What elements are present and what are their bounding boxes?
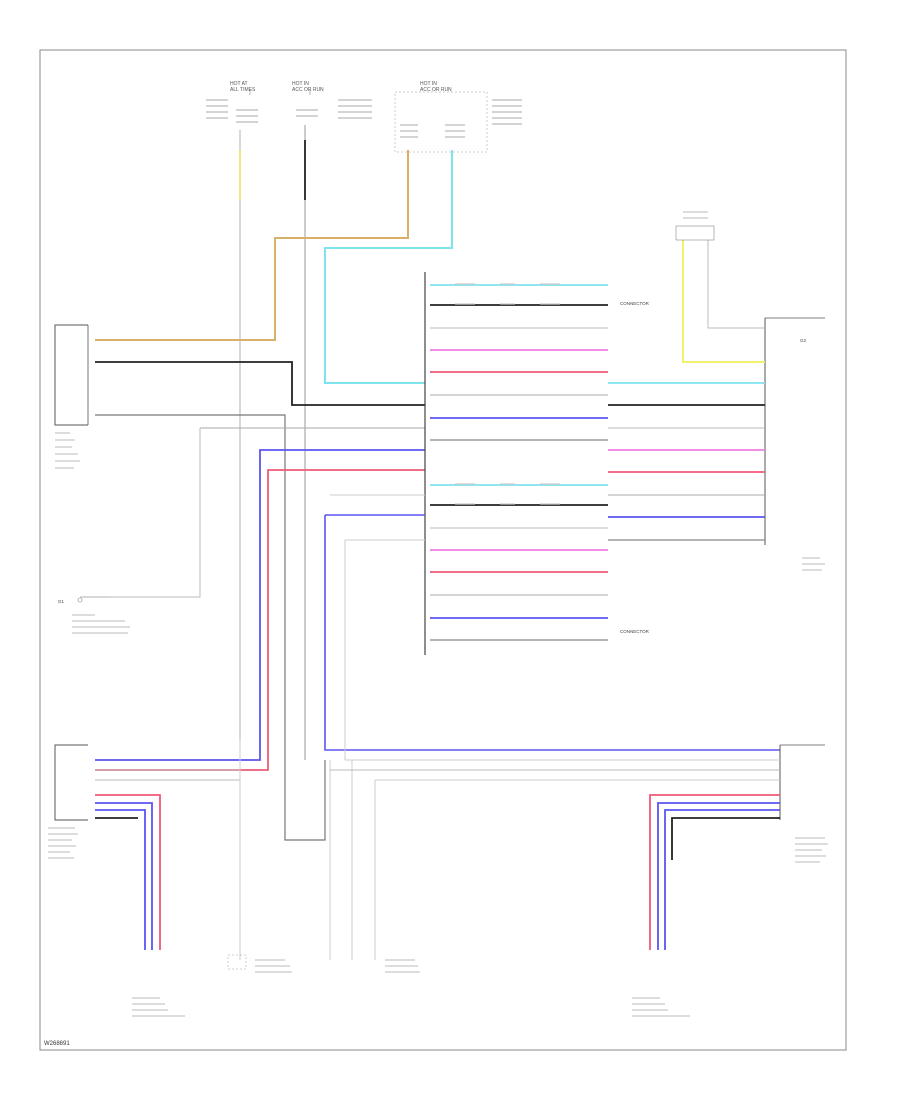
diagram-code: W268691: [44, 1041, 70, 1047]
top-wires: [95, 125, 453, 760]
right-module: G2: [764, 317, 825, 571]
ground-icon: G1: [58, 596, 130, 634]
top-source-1-label-2: ALL TIMES: [230, 87, 256, 93]
center-splice-text-marks: [455, 283, 560, 505]
bottom-left-module: [48, 744, 88, 859]
wire-black-left-to-splice: [95, 361, 425, 406]
left-module: [54, 324, 89, 469]
top-source-2: HOT IN ACC OR RUN: [292, 81, 324, 95]
bottom-left-speaker-wires: [95, 769, 240, 950]
wire-grey-left-shield: [95, 414, 326, 841]
top-source-1: HOT AT ALL TIMES: [230, 81, 256, 95]
connector-label-2: CONNECTOR: [620, 629, 650, 634]
diagram-border: [39, 49, 847, 1051]
fuse-text-marks: [206, 99, 522, 138]
connector-label-1: CONNECTOR: [620, 301, 650, 306]
wire-blue-left: [95, 449, 425, 761]
speaker-top-right: [675, 211, 715, 241]
ground-label-g2: G2: [800, 338, 807, 343]
left-splice-wires: [324, 494, 780, 760]
top-source-3-label: HOT IN: [420, 81, 437, 87]
center-splice-wires: [430, 284, 608, 641]
ground-label-g1: G1: [58, 599, 65, 604]
bottom-right-module: [779, 744, 828, 863]
bottom-left-speaker: [132, 997, 185, 1017]
bottom-right-speaker: [632, 997, 690, 1017]
top-source-2-label-2: ACC OR RUN: [292, 87, 324, 93]
top-source-3: HOT IN ACC OR RUN: [394, 81, 488, 153]
top-source-3-label-2: ACC OR RUN: [420, 87, 452, 93]
top-source-1-label: HOT AT: [230, 81, 248, 87]
top-source-2-label: HOT IN: [292, 81, 309, 87]
bottom-right-wires: [330, 759, 780, 950]
right-module-wires: [608, 240, 765, 541]
wire-grey-ground-left-2: [110, 428, 201, 598]
bottom-ground-1: [227, 740, 292, 973]
bottom-ground-2: [329, 760, 420, 973]
